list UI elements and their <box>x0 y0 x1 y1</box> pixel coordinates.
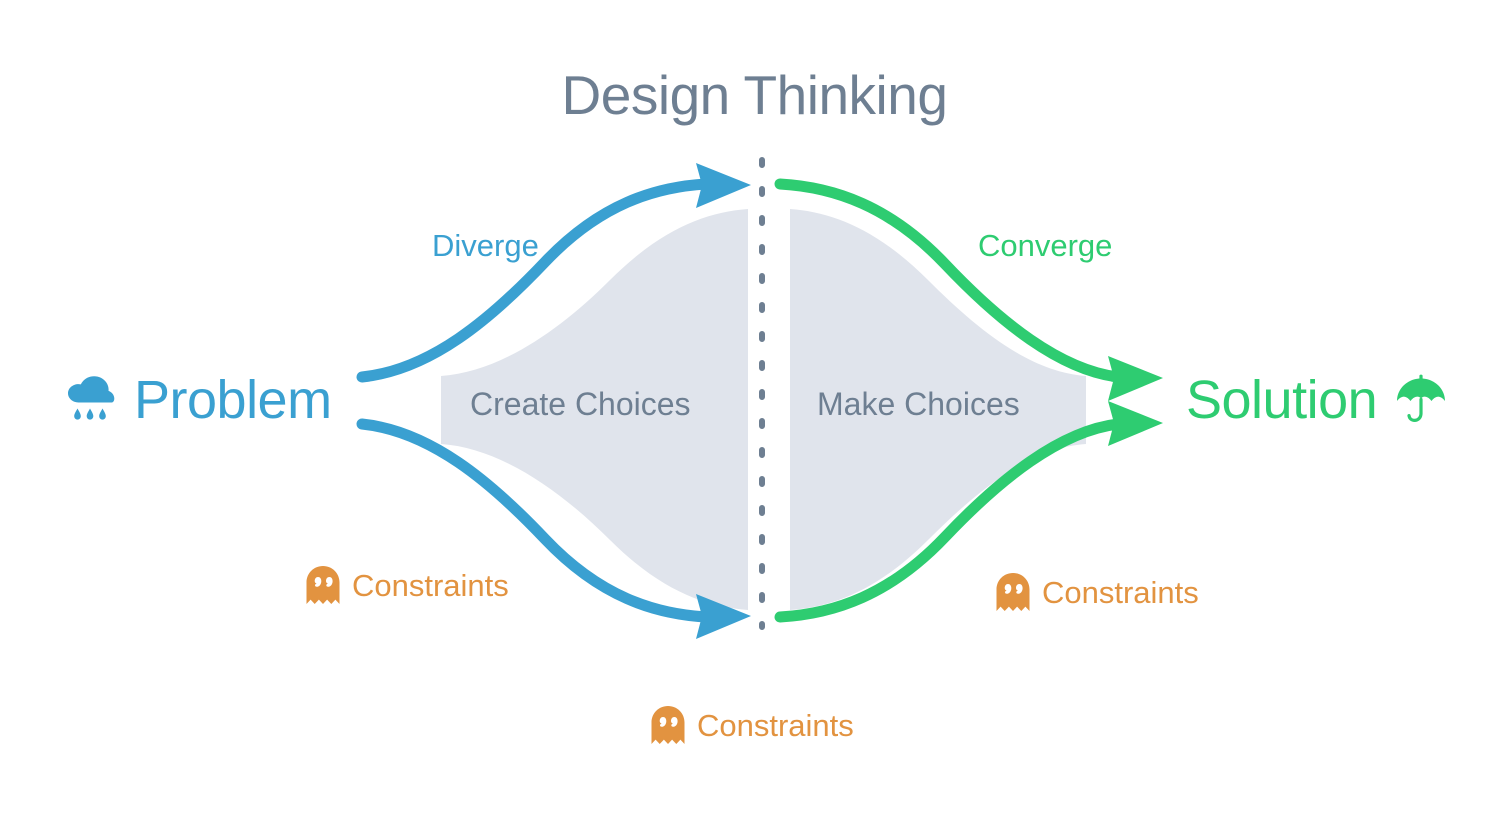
constraint-right: Constraints <box>995 572 1199 612</box>
phase-label-create-choices: Create Choices <box>470 386 691 422</box>
converge-upper-curve <box>774 178 1124 383</box>
ghost-icon <box>996 573 1030 611</box>
make-choices-funnel <box>790 209 1086 610</box>
diverge-lower-arrowhead <box>696 594 751 639</box>
constraint-bottom-label: Constraints <box>697 707 854 743</box>
diverge-upper-curve <box>356 178 712 383</box>
converge-flows <box>774 178 1124 623</box>
solution-endpoint: Solution <box>1186 372 1449 428</box>
diverge-upper-arrowhead <box>696 163 751 208</box>
umbrella-icon <box>1397 374 1446 423</box>
converge-upper-arrowhead <box>1108 356 1163 401</box>
flow-label-converge: Converge <box>978 228 1113 263</box>
ghost-icon <box>306 566 340 604</box>
problem-endpoint: Problem <box>62 372 332 428</box>
constraint-left-label: Constraints <box>352 567 509 603</box>
converge-lower-arrowhead <box>1108 401 1163 446</box>
constraint-bottom: Constraints <box>650 705 854 745</box>
funnel-shapes <box>441 209 1086 610</box>
solution-label: Solution <box>1186 370 1378 430</box>
constraint-left: Constraints <box>305 565 509 605</box>
constraint-right-label: Constraints <box>1042 574 1199 610</box>
ghost-icon <box>651 706 685 744</box>
create-choices-funnel <box>441 209 748 610</box>
phase-label-make-choices: Make Choices <box>817 386 1020 422</box>
converge-lower-curve <box>774 418 1124 623</box>
diverge-flows <box>356 178 712 623</box>
page-title: Design Thinking <box>561 64 948 126</box>
converge-arrowheads <box>1108 356 1163 446</box>
diverge-arrowheads <box>696 163 751 639</box>
flow-label-diverge: Diverge <box>432 228 539 263</box>
diverge-lower-curve <box>356 418 712 623</box>
rain-cloud-icon <box>68 376 115 420</box>
problem-label: Problem <box>134 370 332 430</box>
